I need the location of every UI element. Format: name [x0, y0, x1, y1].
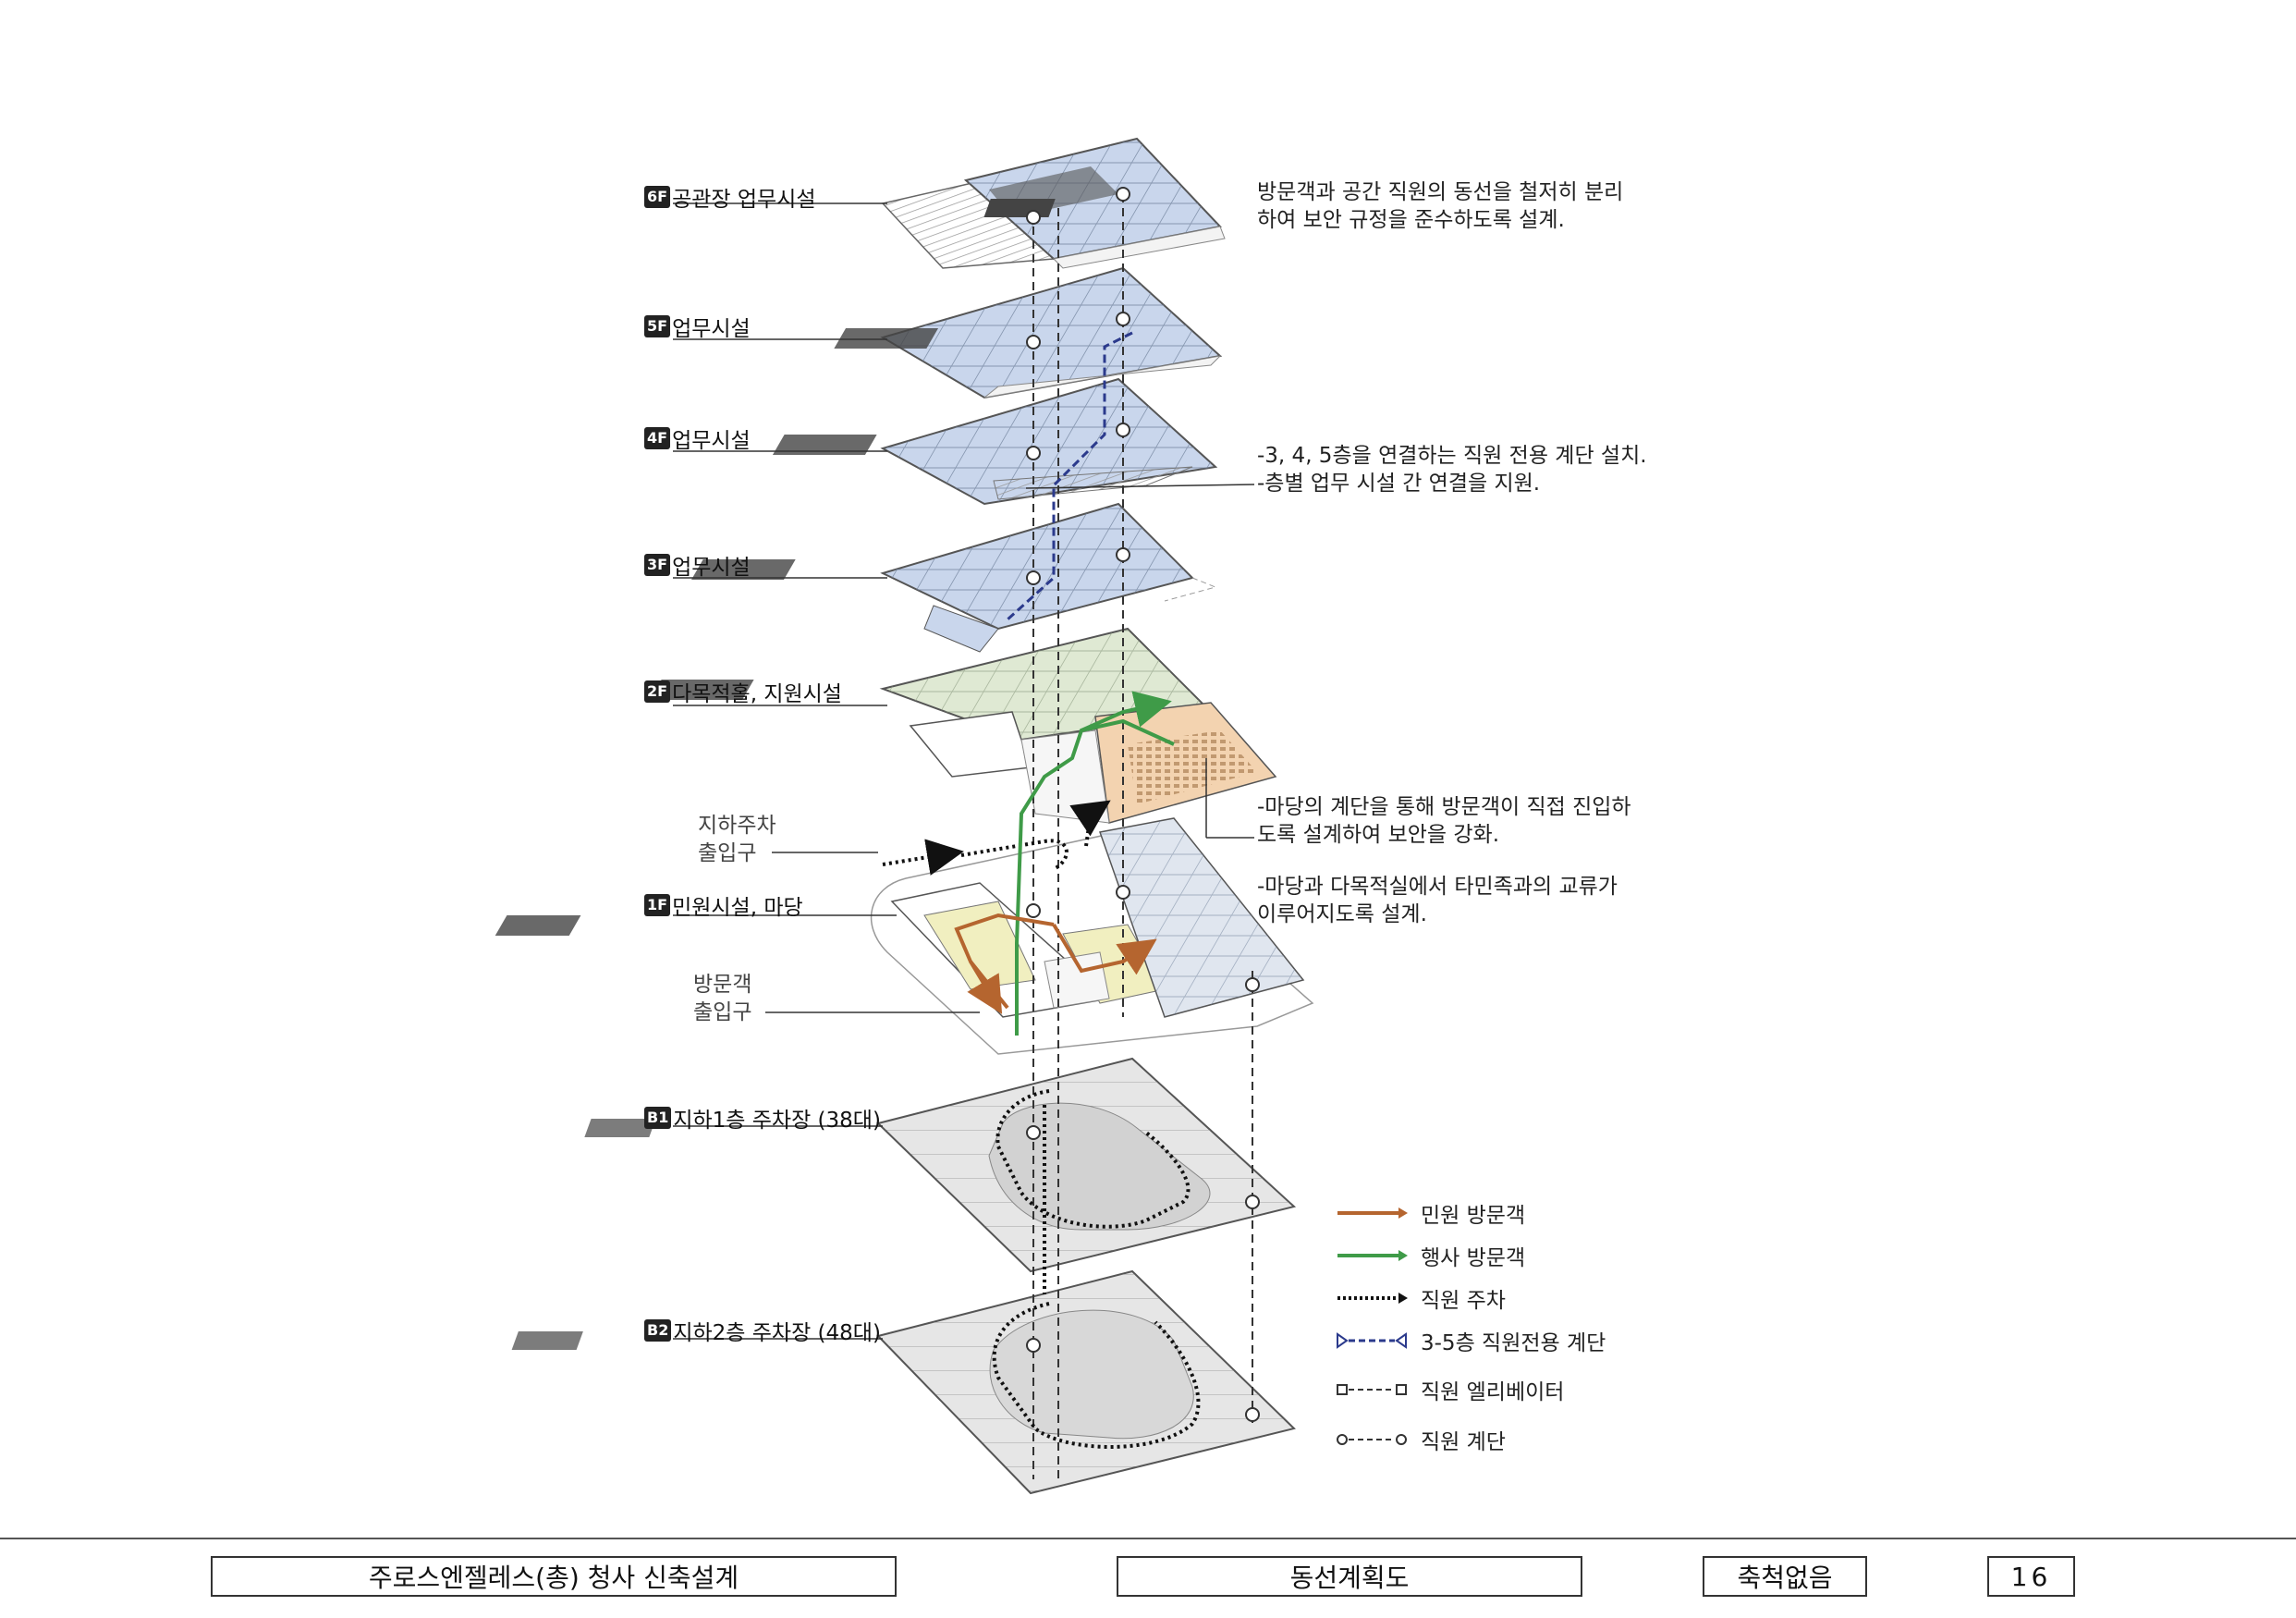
floor-badge: 1F — [644, 894, 671, 916]
event-visitor-route — [1015, 691, 1175, 1036]
staff-parking-route — [960, 800, 1201, 1449]
callout-line: 출입구 — [693, 1000, 752, 1024]
parking-entrance-callout: 지하주차 출입구 — [698, 812, 776, 867]
floor-badge: B2 — [644, 1319, 672, 1342]
note-6f-separation: 방문객과 공간 직원의 동선을 철저히 분리 하여 보안 규정을 준수하도록 설… — [1257, 178, 1623, 234]
legend-label: 직원 계단 — [1421, 1430, 1506, 1454]
legend-swatch — [1337, 1332, 1407, 1349]
floor-name: 업무시설 — [672, 429, 751, 453]
floor-badge: 5F — [644, 315, 671, 337]
legend-swatch — [1337, 1293, 1408, 1304]
floor-plan-2f — [649, 627, 1277, 824]
floor-plan-b2 — [511, 1269, 1296, 1495]
footer-project-title: 주로스엔젤레스(총) 청사 신축설계 — [211, 1556, 897, 1597]
legend-swatch — [1337, 1384, 1407, 1395]
visitor-entrance-callout: 방문객 출입구 — [693, 971, 751, 1026]
floor-badge: 3F — [644, 554, 671, 576]
legend-staff-stair-3-5: 3-5층 직원전용 계단 — [1336, 1325, 1606, 1356]
legend-label: 직원 주차 — [1421, 1289, 1506, 1313]
floor-label-2f: 2F 다목적홀, 지원시설 — [644, 676, 842, 707]
legend-staff-stair: 직원 계단 — [1336, 1424, 1506, 1455]
note-staff-stair: -3, 4, 5층을 연결하는 직원 전용 계단 설치. -층별 업무 시설 간… — [1257, 442, 1647, 497]
legend-civil-visitor: 민원 방문객 — [1336, 1197, 1525, 1229]
footer-scale: 축척없음 — [1703, 1556, 1867, 1597]
legend-label: 직원 엘리베이터 — [1421, 1380, 1565, 1404]
floor-name: 업무시설 — [672, 317, 751, 341]
footer-drawing-title: 동선계획도 — [1117, 1556, 1582, 1597]
note-line: -마당의 계단을 통해 방문객이 직접 진입하 — [1257, 795, 1631, 819]
note-yard-entry: -마당의 계단을 통해 방문객이 직접 진입하 도록 설계하여 보안을 강화. — [1257, 793, 1631, 849]
note-yard-exchange: -마당과 다목적실에서 타민족과의 교류가 이루어지도록 설계. — [1257, 873, 1618, 928]
note-line: 도록 설계하여 보안을 강화. — [1257, 823, 1500, 847]
note-line: -마당과 다목적실에서 타민족과의 교류가 — [1257, 875, 1618, 899]
floor-name: 민원시설, 마당 — [672, 896, 803, 920]
legend-swatch — [1337, 1250, 1408, 1261]
legend-staff-parking: 직원 주차 — [1336, 1282, 1506, 1314]
floor-badge: B1 — [644, 1107, 672, 1129]
note-line: -층별 업무 시설 간 연결을 지원. — [1257, 472, 1541, 496]
legend-label: 3-5층 직원전용 계단 — [1421, 1331, 1606, 1355]
callout-line: 지하주차 — [698, 814, 776, 838]
floor-label-4f: 4F 업무시설 — [644, 423, 751, 454]
floor-plan-5f — [834, 266, 1223, 399]
core-markers — [1026, 187, 1260, 1422]
legend-event-visitor: 행사 방문객 — [1336, 1240, 1525, 1271]
floor-name: 업무시설 — [672, 556, 751, 580]
legend-swatch — [1337, 1434, 1407, 1445]
floor-name: 다목적홀, 지원시설 — [672, 682, 842, 706]
callout-line: 방문객 — [693, 973, 752, 997]
legend-staff-elevator: 직원 엘리베이터 — [1336, 1374, 1564, 1405]
floor-plan-6f — [881, 137, 1226, 269]
note-line: 방문객과 공간 직원의 동선을 철저히 분리 — [1257, 180, 1624, 204]
floor-name: 공관장 업무시설 — [672, 188, 816, 212]
legend-swatch — [1337, 1207, 1408, 1219]
parking-entrance-arrow — [882, 839, 964, 876]
floor-plan-1f — [495, 817, 1314, 1055]
note-line: 하여 보안 규정을 준수하도록 설계. — [1257, 208, 1565, 232]
legend-label: 행사 방문객 — [1421, 1246, 1526, 1270]
floor-badge: 2F — [644, 680, 671, 703]
floor-label-6f: 6F 공관장 업무시설 — [644, 181, 816, 213]
note-line: -3, 4, 5층을 연결하는 직원 전용 계단 설치. — [1257, 444, 1647, 468]
floor-label-b1: B1 지하1층 주차장 (38대) — [644, 1102, 881, 1134]
floor-label-b2: B2 지하2층 주차장 (48대) — [644, 1315, 881, 1346]
floor-label-1f: 1F 민원시설, 마당 — [644, 889, 803, 921]
note-line: 이루어지도록 설계. — [1257, 902, 1427, 926]
floor-badge: 6F — [644, 186, 671, 208]
floor-plan-b1 — [584, 1057, 1297, 1273]
floor-label-5f: 5F 업무시설 — [644, 311, 751, 342]
legend-label: 민원 방문객 — [1421, 1204, 1526, 1228]
footer-rule — [0, 1538, 2296, 1539]
floor-plan-3f — [691, 502, 1217, 653]
floor-label-3f: 3F 업무시설 — [644, 549, 751, 581]
civil-visitor-route — [954, 913, 1157, 1014]
floor-name: 지하2층 주차장 (48대) — [673, 1321, 881, 1345]
floor-name: 지하1층 주차장 (38대) — [673, 1109, 881, 1133]
callout-line: 출입구 — [698, 841, 757, 865]
leader-lines — [673, 202, 1255, 1340]
floor-badge: 4F — [644, 427, 671, 449]
footer-page-number: 16 — [1987, 1556, 2075, 1597]
floor-plan-4f — [772, 377, 1218, 506]
